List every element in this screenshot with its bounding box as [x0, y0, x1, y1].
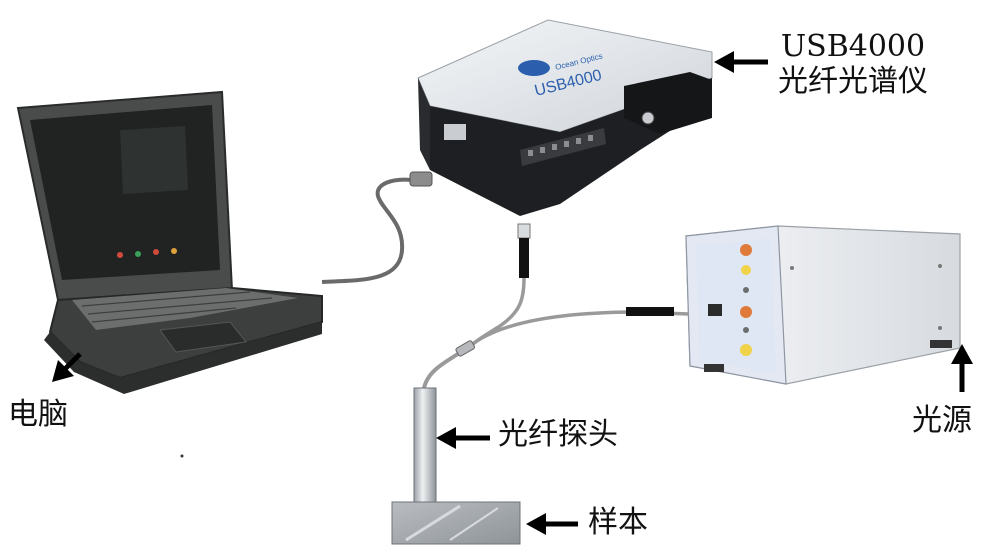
illumination-fiber	[468, 310, 689, 348]
label-spectrometer-model: USB4000	[780, 29, 926, 64]
arrow-probe	[436, 427, 490, 449]
fiber-y-junction	[455, 340, 476, 357]
detection-fiber	[464, 277, 526, 352]
fiber-probe	[413, 387, 437, 517]
light-source-box	[685, 225, 961, 385]
fiber-connector-top	[517, 223, 531, 278]
label-sample: 样本	[588, 505, 648, 540]
sample-block	[391, 501, 521, 545]
usb-plug	[409, 171, 433, 187]
laptop-computer	[16, 90, 323, 394]
label-fiber-probe: 光纤探头	[498, 417, 618, 452]
label-spectrometer: USB4000 光纤光谱仪	[778, 29, 928, 99]
spectrometer-device: Ocean Optics USB4000	[417, 19, 713, 216]
label-computer: 电脑	[8, 397, 68, 432]
usb-cable	[321, 177, 413, 284]
label-spectrometer-name: 光纤光谱仪	[778, 63, 928, 99]
arrow-sample	[526, 513, 578, 535]
arrow-spectrometer	[714, 51, 768, 73]
arrow-computer	[52, 352, 82, 382]
label-light-source: 光源	[912, 403, 972, 438]
brand-logo-icon	[518, 60, 550, 76]
arrow-light-source	[951, 344, 973, 392]
probe-lead	[422, 348, 466, 389]
fiber-connector-light	[626, 307, 674, 316]
